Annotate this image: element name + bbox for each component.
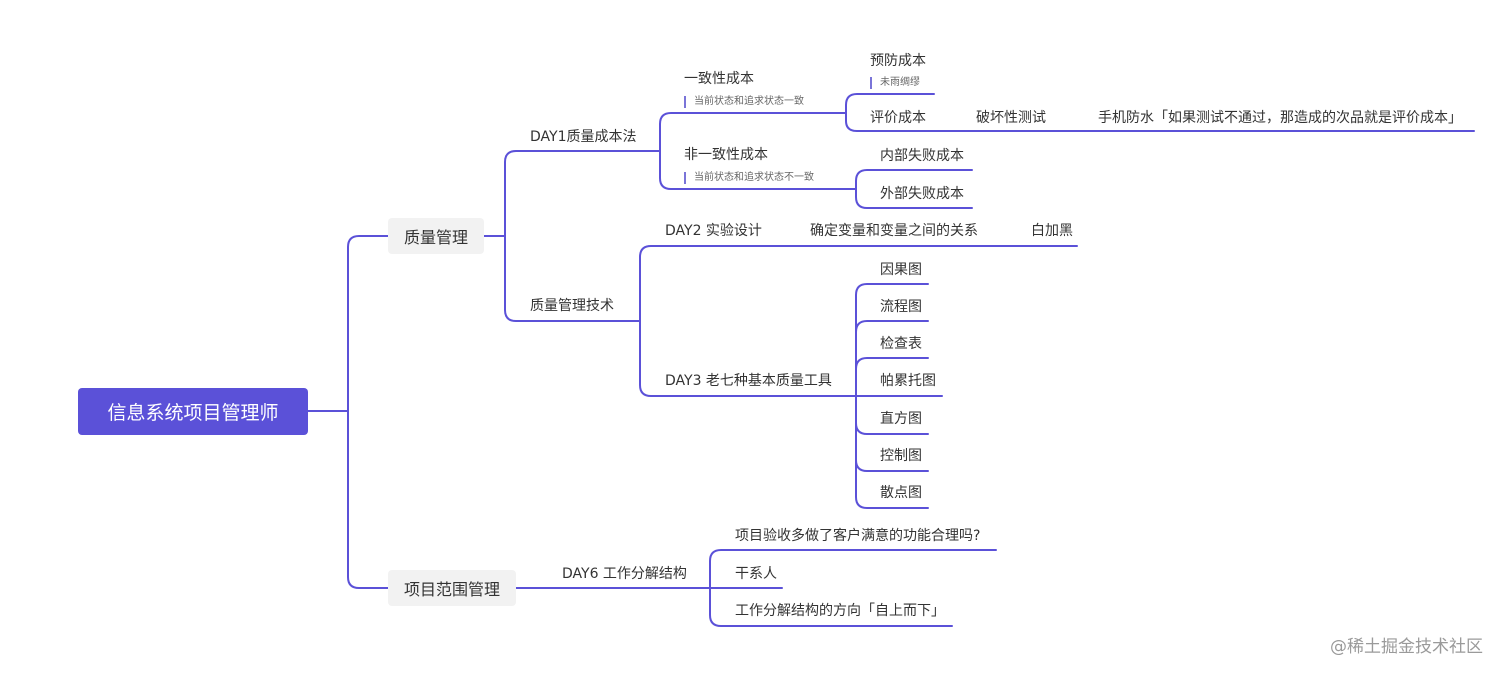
edge-day6-item1: [709, 549, 997, 589]
note-prevention: 未雨绸缪: [870, 77, 920, 89]
edge-tech-day3: [639, 320, 857, 397]
edge-tech-day2: [639, 245, 1078, 322]
node-acceptance-question[interactable]: 项目验收多做了客户满意的功能合理吗?: [735, 528, 981, 544]
node-quality-management[interactable]: 质量管理: [388, 218, 484, 254]
node-variable-relation[interactable]: 确定变量和变量之间的关系: [810, 223, 978, 239]
node-wbs-direction[interactable]: 工作分解结构的方向「自上而下」: [735, 603, 945, 619]
node-tool[interactable]: 直方图: [880, 411, 922, 427]
node-baijiahei[interactable]: 白加黑: [1031, 223, 1073, 239]
node-day3-seven-tools[interactable]: DAY3 老七种基本质量工具: [665, 373, 832, 389]
edge-day1-conform: [639, 112, 847, 152]
node-scope-management[interactable]: 项目范围管理: [388, 570, 516, 606]
node-day6-wbs[interactable]: DAY6 工作分解结构: [562, 566, 687, 582]
edge-quality-tech: [504, 235, 641, 322]
node-tool[interactable]: 帕累托图: [880, 373, 936, 389]
root-node[interactable]: 信息系统项目管理师: [78, 388, 308, 435]
edge-conform-appraisal: [845, 112, 1475, 132]
node-nonconformance-cost[interactable]: 非一致性成本: [684, 147, 768, 163]
note-nonconformance: 当前状态和追求状态不一致: [684, 172, 814, 184]
node-tool[interactable]: 散点图: [880, 485, 922, 501]
node-phone-waterproof[interactable]: 手机防水「如果测试不通过，那造成的次品就是评价成本」: [1098, 110, 1462, 126]
edge-root-scope: [347, 410, 389, 589]
edge-tool-2: [855, 320, 929, 397]
node-day2-experiment[interactable]: DAY2 实验设计: [665, 223, 762, 239]
node-external-failure[interactable]: 外部失败成本: [880, 186, 964, 202]
edge-conform-prevention: [845, 93, 935, 114]
edge-nonconform-external: [855, 188, 973, 209]
watermark: @稀土掘金技术社区: [1330, 637, 1483, 657]
node-prevention-cost[interactable]: 预防成本: [870, 53, 926, 69]
edge-root-quality: [307, 235, 389, 412]
node-tool[interactable]: 控制图: [880, 448, 922, 464]
node-tool[interactable]: 流程图: [880, 299, 922, 315]
edge-quality-day1: [483, 150, 641, 237]
node-tool[interactable]: 因果图: [880, 262, 922, 278]
edge-nonconform-internal: [855, 169, 973, 190]
node-appraisal-cost[interactable]: 评价成本: [870, 110, 926, 126]
node-day1-cost[interactable]: DAY1质量成本法: [530, 129, 637, 145]
edge-day1-nonconform: [659, 150, 857, 190]
node-internal-failure[interactable]: 内部失败成本: [880, 148, 964, 164]
node-destructive-test[interactable]: 破坏性测试: [976, 110, 1046, 126]
node-quality-tech[interactable]: 质量管理技术: [530, 298, 614, 314]
edge-tool-3: [855, 357, 929, 397]
node-stakeholder[interactable]: 干系人: [735, 566, 777, 582]
edge-tool-1: [855, 283, 929, 397]
note-conformance: 当前状态和追求状态一致: [684, 96, 804, 108]
edge-day6-item3: [709, 587, 953, 627]
node-tool[interactable]: 检查表: [880, 336, 922, 352]
edge-tool-7: [855, 395, 929, 509]
node-conformance-cost[interactable]: 一致性成本: [684, 71, 754, 87]
